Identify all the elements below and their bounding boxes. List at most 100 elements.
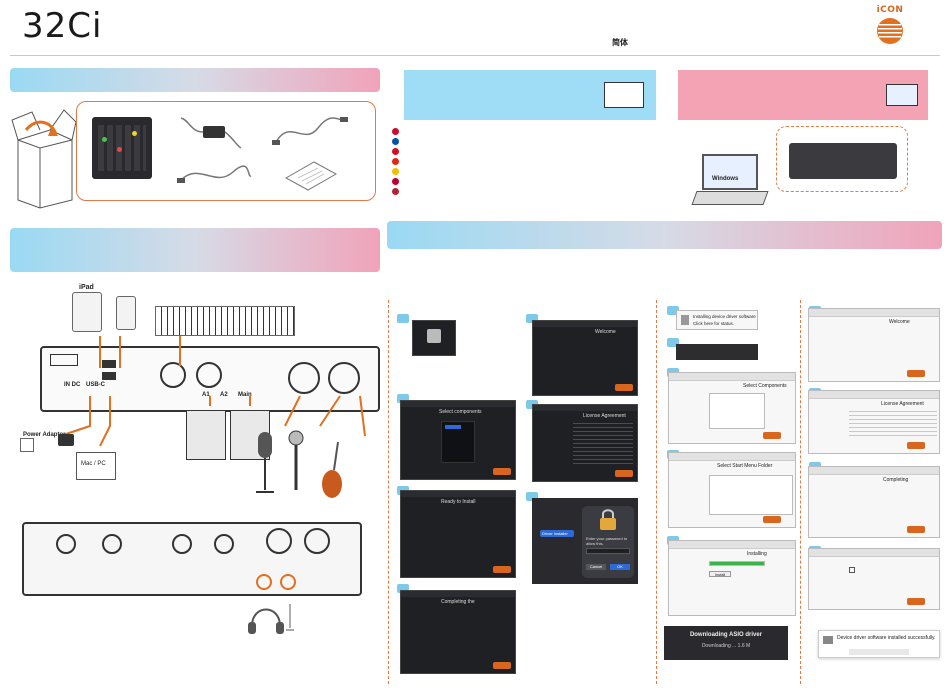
cancel-button[interactable]: Cancel bbox=[586, 564, 606, 570]
step-1-badge bbox=[397, 314, 409, 323]
in-dc-label: IN DC bbox=[64, 382, 81, 388]
win-step-2-badge bbox=[667, 338, 679, 347]
mac-welcome-dialog: Welcome bbox=[532, 320, 638, 396]
controller-image bbox=[92, 117, 152, 179]
mac-components-dialog: Select components bbox=[400, 400, 516, 480]
ok-button[interactable]: OK bbox=[610, 564, 630, 570]
win-license-dialog: Welcome bbox=[808, 308, 940, 382]
mac-welcome-title: Welcome bbox=[595, 329, 616, 335]
driver-installer-button[interactable]: Driver Installer bbox=[540, 530, 574, 537]
divider-2 bbox=[656, 300, 657, 684]
mac-complete-dialog: Completing the bbox=[400, 590, 516, 674]
installer-icon-thumb bbox=[412, 320, 456, 356]
cable-wiring bbox=[59, 336, 366, 447]
close-button[interactable] bbox=[493, 662, 511, 669]
ipad-label: iPad bbox=[79, 284, 94, 291]
mac-complete-title: Completing the bbox=[441, 599, 475, 605]
divider-1 bbox=[388, 300, 389, 684]
main-label: Main bbox=[238, 392, 252, 398]
power-adaptor-label: Power Adaptor bbox=[23, 432, 66, 438]
divider-3 bbox=[800, 300, 801, 684]
logo-sphere-icon bbox=[877, 18, 903, 44]
success-message: Device driver software installed success… bbox=[837, 635, 936, 641]
password-input[interactable] bbox=[586, 548, 630, 554]
notification-title: Installing device driver software bbox=[693, 314, 756, 319]
headphones-icon bbox=[248, 604, 294, 634]
win-step-1-badge bbox=[667, 306, 679, 315]
win-welcome-title: Welcome bbox=[889, 319, 910, 325]
agree-button[interactable] bbox=[615, 470, 633, 477]
downloading-progress: Downloading ... 1.6 M bbox=[701, 643, 751, 649]
win-notification[interactable]: Installing device driver software Click … bbox=[676, 310, 758, 330]
language-flags bbox=[392, 128, 399, 195]
guitar-icon bbox=[322, 441, 342, 498]
keyboard-image bbox=[155, 306, 295, 336]
mac-select-title: Select components bbox=[439, 409, 482, 415]
contents-box bbox=[76, 101, 376, 201]
cable-icon bbox=[177, 165, 252, 183]
win-license-title: License Agreement bbox=[881, 401, 924, 407]
icon-logo: iCON bbox=[870, 5, 910, 55]
win-complete-dialog: Completing bbox=[808, 466, 940, 538]
power-adapter-icon bbox=[180, 117, 242, 149]
page-title: 32Ci bbox=[22, 6, 103, 46]
continue-button[interactable] bbox=[615, 384, 633, 391]
win-finish-title: Completing bbox=[883, 477, 909, 483]
step-6-badge bbox=[526, 492, 538, 501]
driver-icon bbox=[823, 636, 833, 644]
monitor-speaker-left bbox=[186, 410, 226, 460]
password-prompt: Enter your password to allow this. bbox=[586, 536, 628, 546]
mac-password-dialog: Driver Installer Enter your password to … bbox=[532, 498, 638, 584]
step-7-badge bbox=[397, 584, 409, 593]
usbc-label: USB-C bbox=[86, 382, 105, 388]
win-welcome-dialog: Select Components bbox=[668, 372, 796, 444]
laptop-icon: Mac / PC bbox=[76, 452, 116, 480]
win-location-dialog: Select Start Menu Folder bbox=[668, 452, 796, 528]
win-license-dialog-2: License Agreement bbox=[808, 390, 940, 454]
win-next-button-4[interactable] bbox=[907, 442, 925, 449]
windows-laptop-icon bbox=[886, 84, 918, 106]
ipad-image bbox=[72, 292, 102, 332]
mac-ready-title: Ready to Install bbox=[441, 499, 476, 505]
usb-cable-icon bbox=[272, 117, 348, 145]
win-install-button[interactable]: Install bbox=[709, 571, 731, 577]
microphone-icon bbox=[256, 432, 274, 493]
windows-pc-icon: Windows bbox=[702, 154, 758, 190]
win-installing-dialog: Installing Install bbox=[668, 540, 796, 616]
components-continue-button[interactable] bbox=[493, 468, 511, 475]
header-divider bbox=[10, 55, 940, 56]
mac-license-dialog: License Agreement bbox=[532, 404, 638, 482]
run-checkbox[interactable] bbox=[849, 567, 855, 573]
win-done-button[interactable] bbox=[907, 598, 925, 605]
win-next-button-3[interactable] bbox=[907, 370, 925, 377]
windows-label: Windows bbox=[712, 176, 739, 182]
box-icon bbox=[11, 109, 77, 209]
language-label: 简体 bbox=[612, 38, 628, 47]
success-toast: Device driver software installed success… bbox=[818, 630, 940, 658]
win-next-button-1[interactable] bbox=[763, 432, 781, 439]
win-finished-dialog bbox=[808, 548, 940, 610]
win-installing-title: Installing bbox=[747, 551, 767, 557]
lock-icon bbox=[600, 509, 616, 530]
mac-pc-label: Mac / PC bbox=[81, 461, 106, 467]
section-banner-unpack bbox=[10, 68, 380, 92]
handheld-mic-icon bbox=[288, 430, 304, 490]
wall-socket-icon bbox=[20, 438, 34, 452]
adapter-icon bbox=[58, 434, 74, 446]
step-3-badge bbox=[397, 394, 409, 403]
win-finish-button[interactable] bbox=[907, 526, 925, 533]
install-button[interactable] bbox=[493, 566, 511, 573]
port-callout bbox=[776, 126, 908, 192]
win-location-title: Select Start Menu Folder bbox=[717, 463, 773, 469]
win-taskbar bbox=[676, 344, 758, 360]
section-banner-driver bbox=[387, 221, 942, 249]
logo-text: iCON bbox=[876, 5, 904, 15]
notification-sub: Click here for status. bbox=[693, 321, 735, 326]
step-2-badge bbox=[526, 314, 538, 323]
phone-image bbox=[116, 296, 136, 330]
win-select-title: Select Components bbox=[743, 383, 787, 389]
interface-front-panel bbox=[22, 522, 362, 596]
laptop-base bbox=[691, 191, 769, 205]
win-next-button-2[interactable] bbox=[763, 516, 781, 523]
macbook-icon bbox=[604, 82, 644, 108]
